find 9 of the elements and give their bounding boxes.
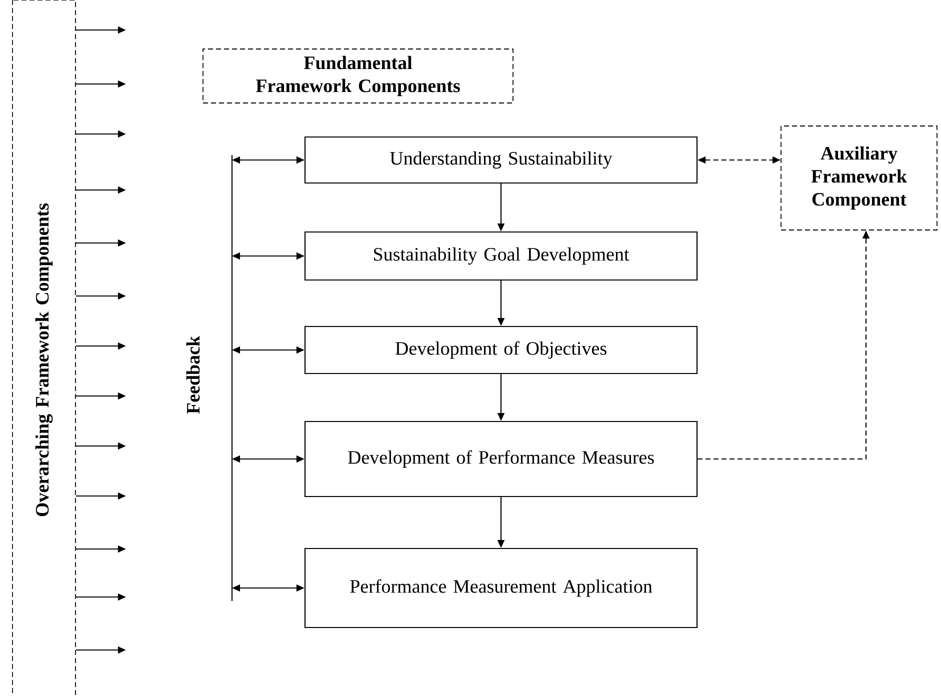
auxiliary-box: Auxiliary Framework Component [780, 126, 938, 230]
side-label: Feedback [186, 336, 200, 414]
process-box: Understanding Sustainability [304, 136, 698, 184]
band: Overarching Framework Components [12, 0, 76, 696]
heading-box: Fundamental Framework Components [202, 48, 514, 104]
process-box: Performance Measurement Application [304, 548, 698, 628]
process-box: Sustainability Goal Development [304, 231, 698, 281]
process-box: Development of Performance Measures [304, 420, 698, 498]
process-box: Development of Objectives [304, 326, 698, 374]
